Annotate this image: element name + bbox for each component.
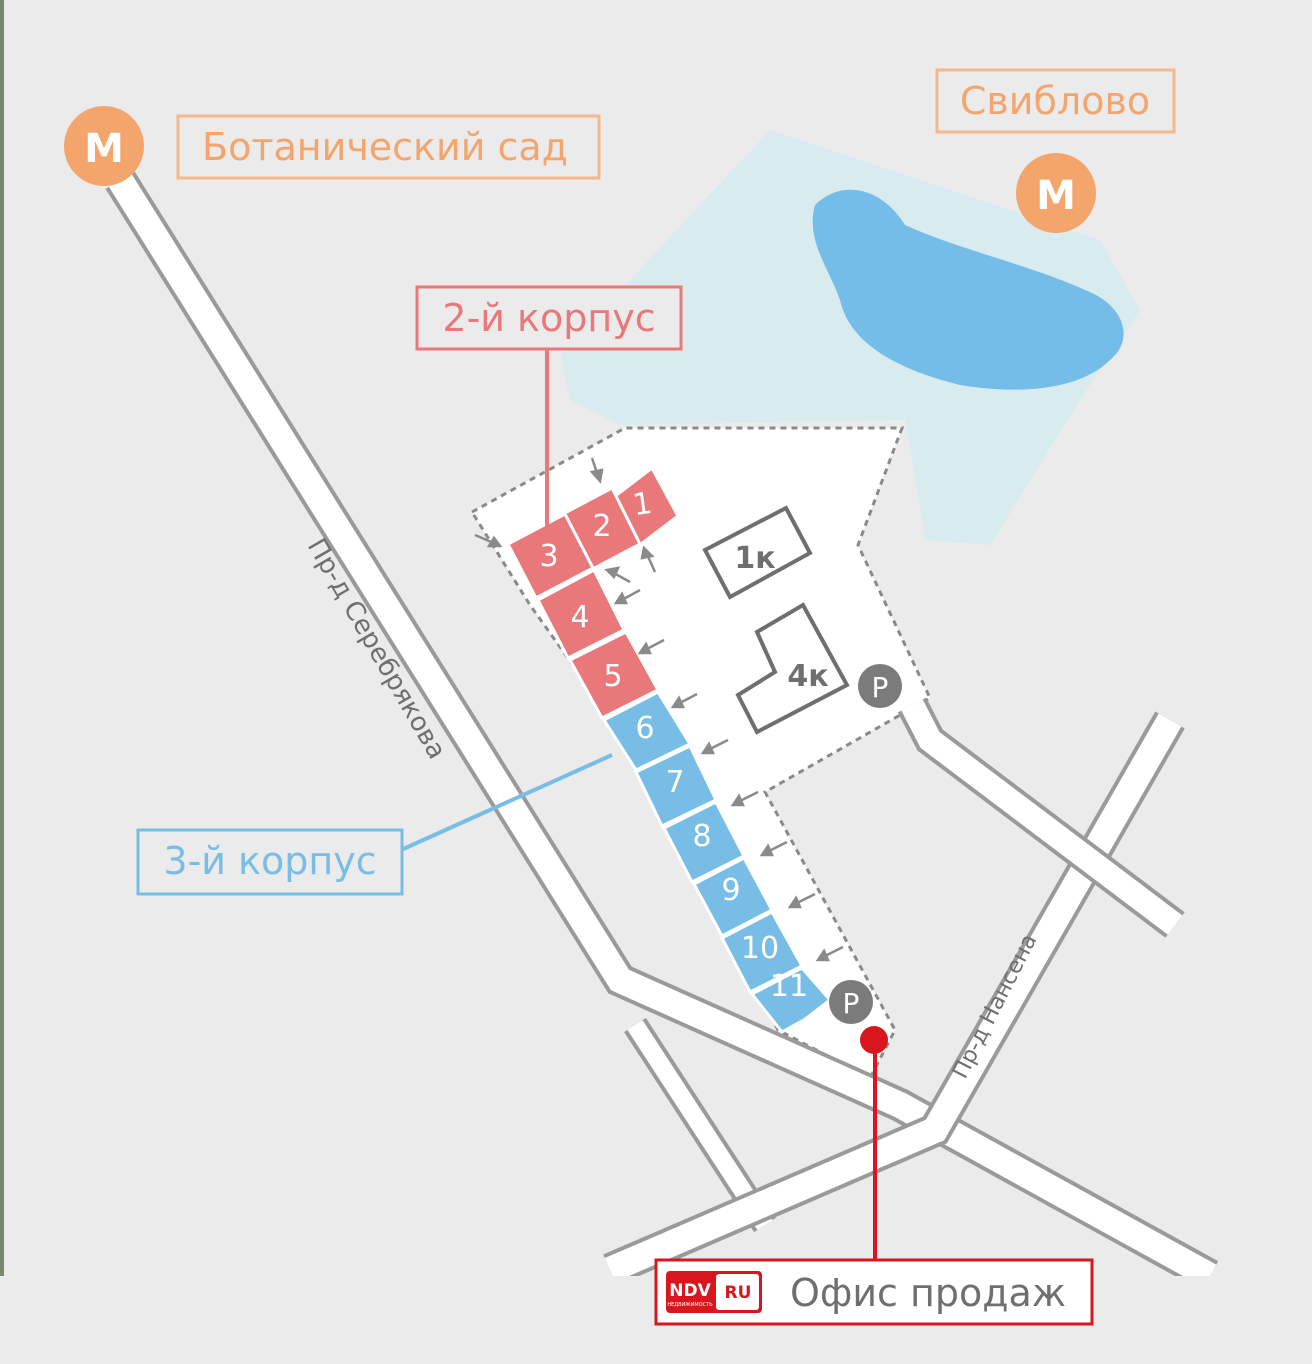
ndv-logo-text: NDV	[669, 1281, 711, 1301]
corpus-3-callout: 3-й корпус	[136, 753, 613, 896]
lake	[812, 189, 1124, 390]
metro-glyph: М	[1036, 173, 1076, 219]
building-label: 4к	[787, 659, 828, 694]
section-number: 4	[570, 600, 589, 635]
ndv-logo-ru: RU	[725, 1283, 752, 1303]
corpus-2-callout: 2-й корпус	[415, 285, 683, 542]
metro-label-box	[176, 114, 601, 180]
corpus-label-box	[415, 285, 683, 351]
metro-label: Свиблово	[960, 79, 1150, 123]
sales-office-callout: NDV НЕДВИЖИМОСТЬ RU Офис продаж	[654, 1026, 1094, 1326]
building-label: 1к	[734, 541, 775, 576]
section-10: 10	[719, 909, 805, 995]
section-7: 7	[633, 743, 719, 829]
site-boundary	[469, 426, 932, 1081]
metro-icon	[1016, 153, 1096, 233]
parking-marker-south: P	[829, 980, 873, 1024]
building-1k: 1к	[702, 505, 813, 600]
section-8: 8	[661, 799, 747, 885]
section-number: 9	[721, 873, 740, 908]
building-4k: 4к	[735, 602, 850, 735]
metro-glyph: М	[84, 126, 124, 172]
left-edge-strip	[0, 0, 4, 1364]
section-number: 5	[603, 659, 622, 694]
metro-icon	[64, 106, 144, 186]
section-number: 1	[631, 486, 655, 523]
section-number: 7	[665, 765, 684, 800]
section-11: 11	[749, 966, 833, 1034]
right-band	[1218, 700, 1312, 1300]
corpus-3-sections: 6 7 8 9 10 11	[601, 690, 833, 1034]
corpus-label-box	[136, 828, 404, 896]
corpus-label: 2-й корпус	[442, 296, 655, 340]
section-number: 6	[635, 711, 654, 746]
section-number: 8	[692, 819, 711, 854]
corpus-label: 3-й корпус	[163, 839, 376, 883]
section-number: 10	[741, 931, 779, 966]
park-area	[560, 130, 1140, 545]
section-6: 6	[601, 690, 693, 772]
metro-label: Ботанический сад	[202, 125, 568, 169]
parking-glyph: P	[843, 987, 860, 1020]
section-5: 5	[567, 630, 661, 720]
parking-glyph: P	[872, 671, 889, 704]
roads	[105, 170, 1219, 1291]
section-number: 11	[770, 969, 808, 1004]
metro-sviblovo: М Свиблово	[935, 68, 1176, 233]
section-number: 3	[539, 539, 558, 574]
ndv-logo-sub: НЕДВИЖИМОСТЬ	[667, 1302, 713, 1308]
parking-marker-north: P	[858, 664, 902, 708]
office-pin	[860, 1026, 888, 1054]
entrance-arrows	[474, 457, 844, 962]
section-number: 2	[592, 509, 611, 544]
metro-botanical-garden: М Ботанический сад	[64, 106, 601, 186]
section-4: 4	[535, 567, 627, 661]
section-9: 9	[691, 855, 775, 939]
ndv-logo-ru-bg	[716, 1274, 759, 1310]
office-label: Офис продаж	[790, 1271, 1066, 1315]
metro-label-box	[935, 68, 1176, 134]
